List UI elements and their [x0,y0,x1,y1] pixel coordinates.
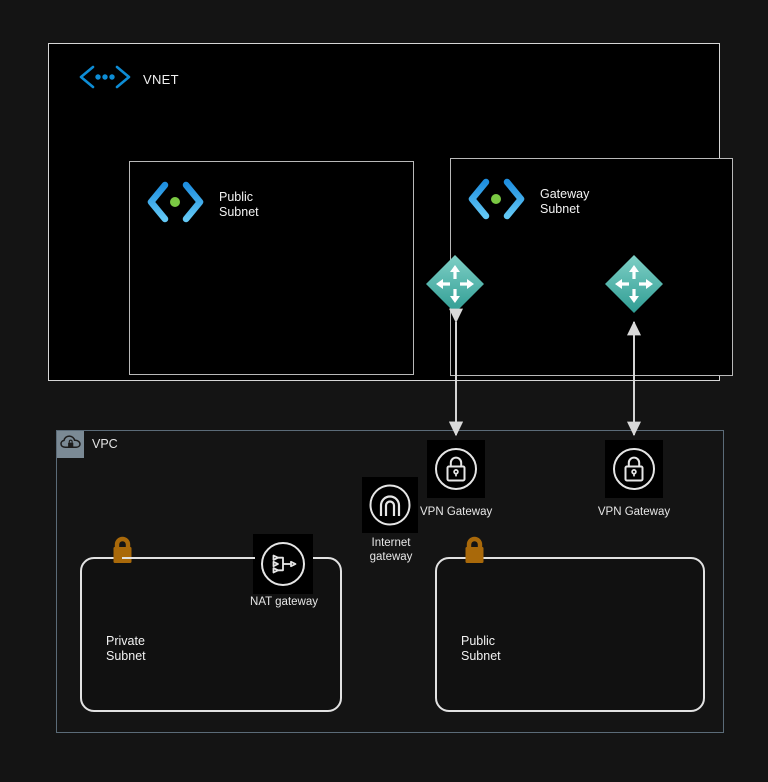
vnet-icon [77,64,133,95]
nat-gateway-icon [261,542,305,586]
vnet-label: VNET [143,72,179,87]
vpn-gateway-1-node[interactable] [427,440,485,498]
virtual-network-gateway-b[interactable] [603,253,665,320]
vpc-icon-tab [57,431,84,458]
internet-gateway-icon [369,484,411,526]
nat-gateway-node[interactable] [253,534,313,594]
subnet-icon [143,178,205,231]
nat-gateway-caption: NAT gateway [250,596,318,608]
virtual-network-gateway-icon [605,255,663,313]
vnet-subnet-public-header: Public Subnet [143,178,259,231]
vpc-subnet-public-title: Public Subnet [461,634,501,663]
vpn-gateway-2-node[interactable] [605,440,663,498]
vnet-subnet-gateway-header: Gateway Subnet [464,175,589,228]
vpc-cloud-lock-icon [60,434,81,456]
subnet-icon [464,175,526,228]
internet-gateway-caption: Internet gateway [369,537,413,563]
vpn-gateway-2-caption: VPN Gateway [597,506,671,518]
lock-icon [465,536,484,563]
vpc-subnet-public[interactable]: Public Subnet [435,557,705,712]
private-subnet-lock-badge [109,534,136,571]
vpn-gateway-1-caption: VPN Gateway [420,506,493,518]
vpn-gateway-lock-icon [435,448,477,490]
vpc-subnet-private-title: Private Subnet [106,634,146,663]
virtual-network-gateway-icon [426,255,484,313]
vnet-subnet-gateway-title: Gateway Subnet [540,186,590,216]
vpc-label: VPC [92,437,118,451]
vnet-subnet-public[interactable]: Public Subnet [129,161,414,375]
vnet-header: VNET [77,64,179,95]
vnet-container[interactable]: VNET [48,43,733,381]
vnet-subnet-public-title: Public Subnet [219,189,259,219]
virtual-network-gateway-a[interactable] [424,253,486,320]
vpn-gateway-lock-icon [613,448,655,490]
vnet-subnet-gateway[interactable]: Gateway Subnet [450,158,733,376]
public-subnet-lock-badge [461,534,488,571]
internet-gateway-node[interactable] [362,477,418,533]
lock-icon [113,536,132,563]
